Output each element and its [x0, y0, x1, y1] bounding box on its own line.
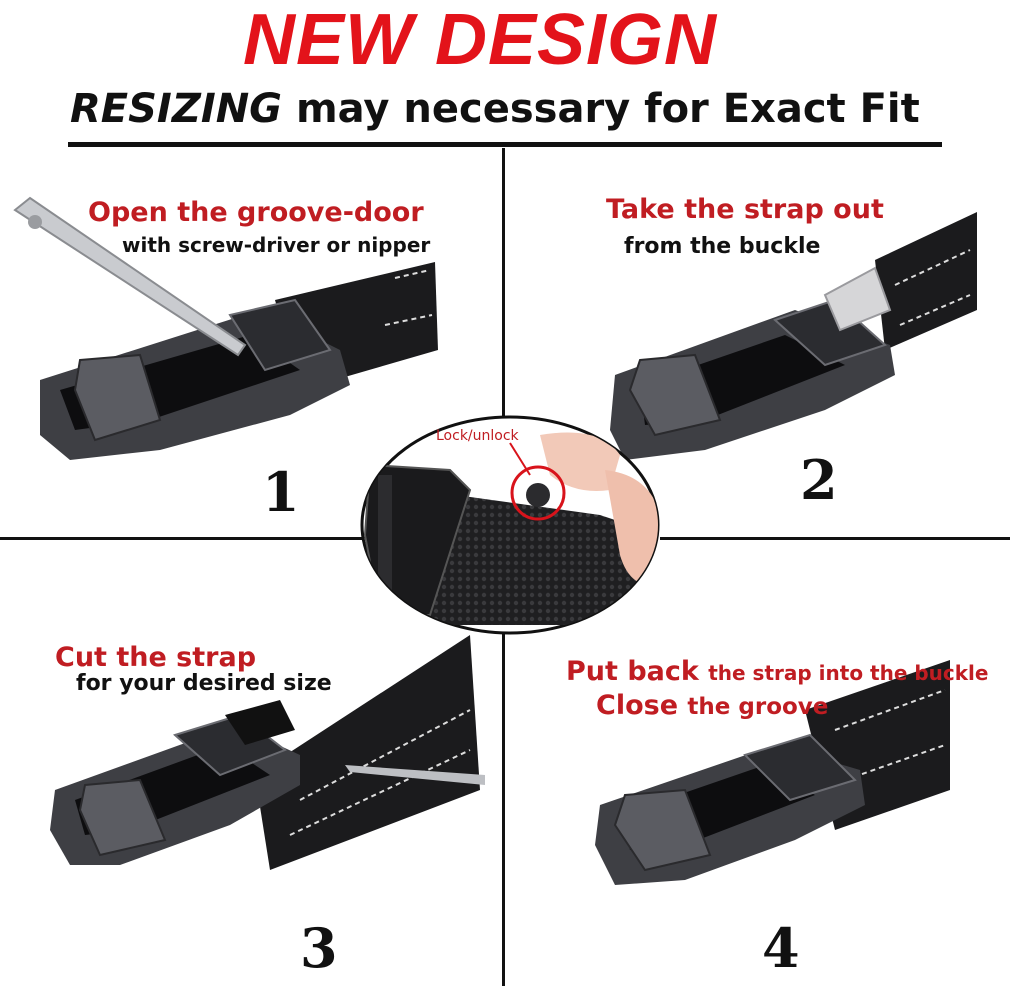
headline: NEW DESIGN — [242, 0, 718, 80]
step4-title-red: Put back — [566, 656, 699, 687]
step4-title-line2: Close the groove — [596, 690, 828, 723]
step4-line2-rest: the groove — [687, 694, 829, 720]
step3-subtitle: for your desired size — [76, 671, 332, 696]
subheadline-rest: may necessary for Exact Fit — [295, 86, 920, 132]
step2-title: Take the strap out — [606, 194, 884, 225]
step3-illustration — [50, 635, 485, 870]
lock-unlock-label: Lock/unlock — [436, 428, 519, 444]
step4-title-line1: Put back the strap into the buckle — [566, 656, 988, 688]
step1-subtitle: with screw-driver or nipper — [122, 233, 431, 257]
step4-illustration — [595, 660, 950, 885]
step3-title: Cut the strap — [55, 642, 257, 673]
subheadline-emphasis: RESIZING — [70, 86, 283, 132]
step1-title: Open the groove-door — [88, 197, 424, 228]
step4-number: 4 — [762, 916, 800, 980]
lock-unlock-illustration — [360, 415, 660, 635]
divider-vertical-top — [502, 148, 505, 538]
step2-illustration — [610, 212, 977, 460]
divider-horizontal-left — [0, 537, 362, 540]
divider-vertical-bottom — [502, 630, 505, 986]
step2-subtitle: from the buckle — [624, 234, 821, 259]
step1-number: 1 — [262, 460, 300, 524]
header-rule — [68, 142, 942, 147]
step4-title-rest: the strap into the buckle — [708, 661, 989, 685]
divider-horizontal-right — [660, 537, 1010, 540]
step3-number: 3 — [300, 916, 338, 980]
step4-line2-red: Close — [596, 690, 679, 721]
subheadline: RESIZING may necessary for Exact Fit — [70, 82, 970, 136]
step2-number: 2 — [800, 448, 838, 512]
step1-illustration — [13, 196, 438, 460]
